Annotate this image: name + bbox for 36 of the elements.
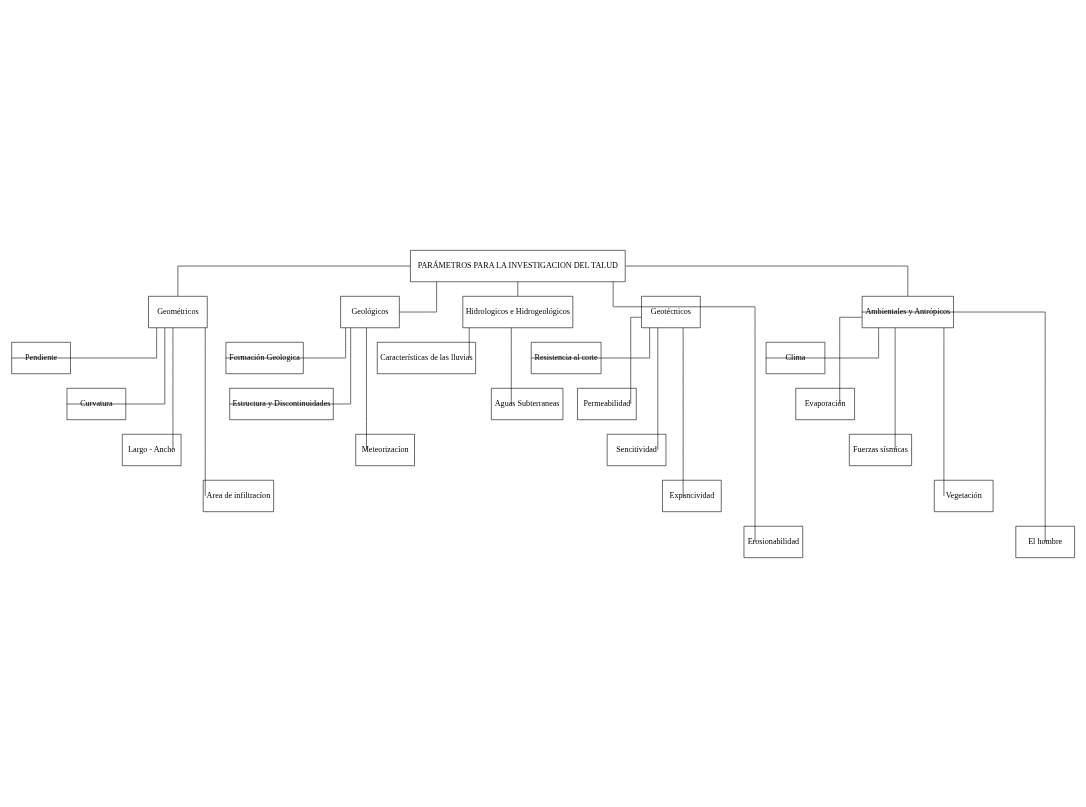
connector: [630, 316, 642, 404]
connector: [612, 281, 642, 307]
node-box: Meteorizacíon: [355, 433, 415, 466]
node-box: Geométricos: [148, 295, 208, 328]
node-box: El hombre: [1015, 525, 1075, 558]
node-box: Pendiente: [11, 341, 71, 374]
node-box: Ambientales y Antrópicos: [861, 295, 954, 328]
connector: [861, 311, 1046, 542]
connector: [640, 306, 756, 542]
node-box: Geológicos: [340, 295, 400, 328]
node-box: PARÁMETROS PARA LA INVESTIGACION DEL TALUD: [410, 249, 626, 282]
node-box: Erosionabilidad: [743, 525, 804, 558]
node-box: Vegetación: [934, 479, 994, 512]
node-box: Fuerzas sísmicas: [849, 433, 912, 466]
connector: [11, 326, 157, 358]
connector: [468, 326, 470, 358]
connector: [204, 326, 206, 496]
node-box: Area de infiltracíon: [202, 479, 274, 512]
node-box: Resistencia al corte: [530, 341, 602, 374]
node-box: Largo - Ancho: [122, 433, 182, 466]
node-box: Curvatura: [66, 387, 127, 420]
node-box: Características de las lluvias: [376, 341, 476, 374]
node-box: Expancividad: [662, 479, 722, 512]
node-box: Permeabilidad: [577, 387, 637, 420]
node-box: Clima: [765, 341, 826, 374]
connector: [511, 326, 512, 404]
node-box: Formación Geologica: [225, 341, 304, 374]
connector: [839, 316, 863, 404]
connector: [366, 326, 367, 450]
node-box: Estructura y Discontinuidades: [229, 387, 334, 420]
node-box: Sencitividad: [606, 433, 667, 466]
node-box: Aguas Subterraneas: [491, 387, 564, 420]
node-box: Evaporación: [795, 387, 855, 420]
connector: [657, 326, 659, 450]
node-box: Hidrologicos e Hidrogeológicos: [462, 295, 574, 328]
node-box: Geotécnicos: [641, 295, 701, 328]
